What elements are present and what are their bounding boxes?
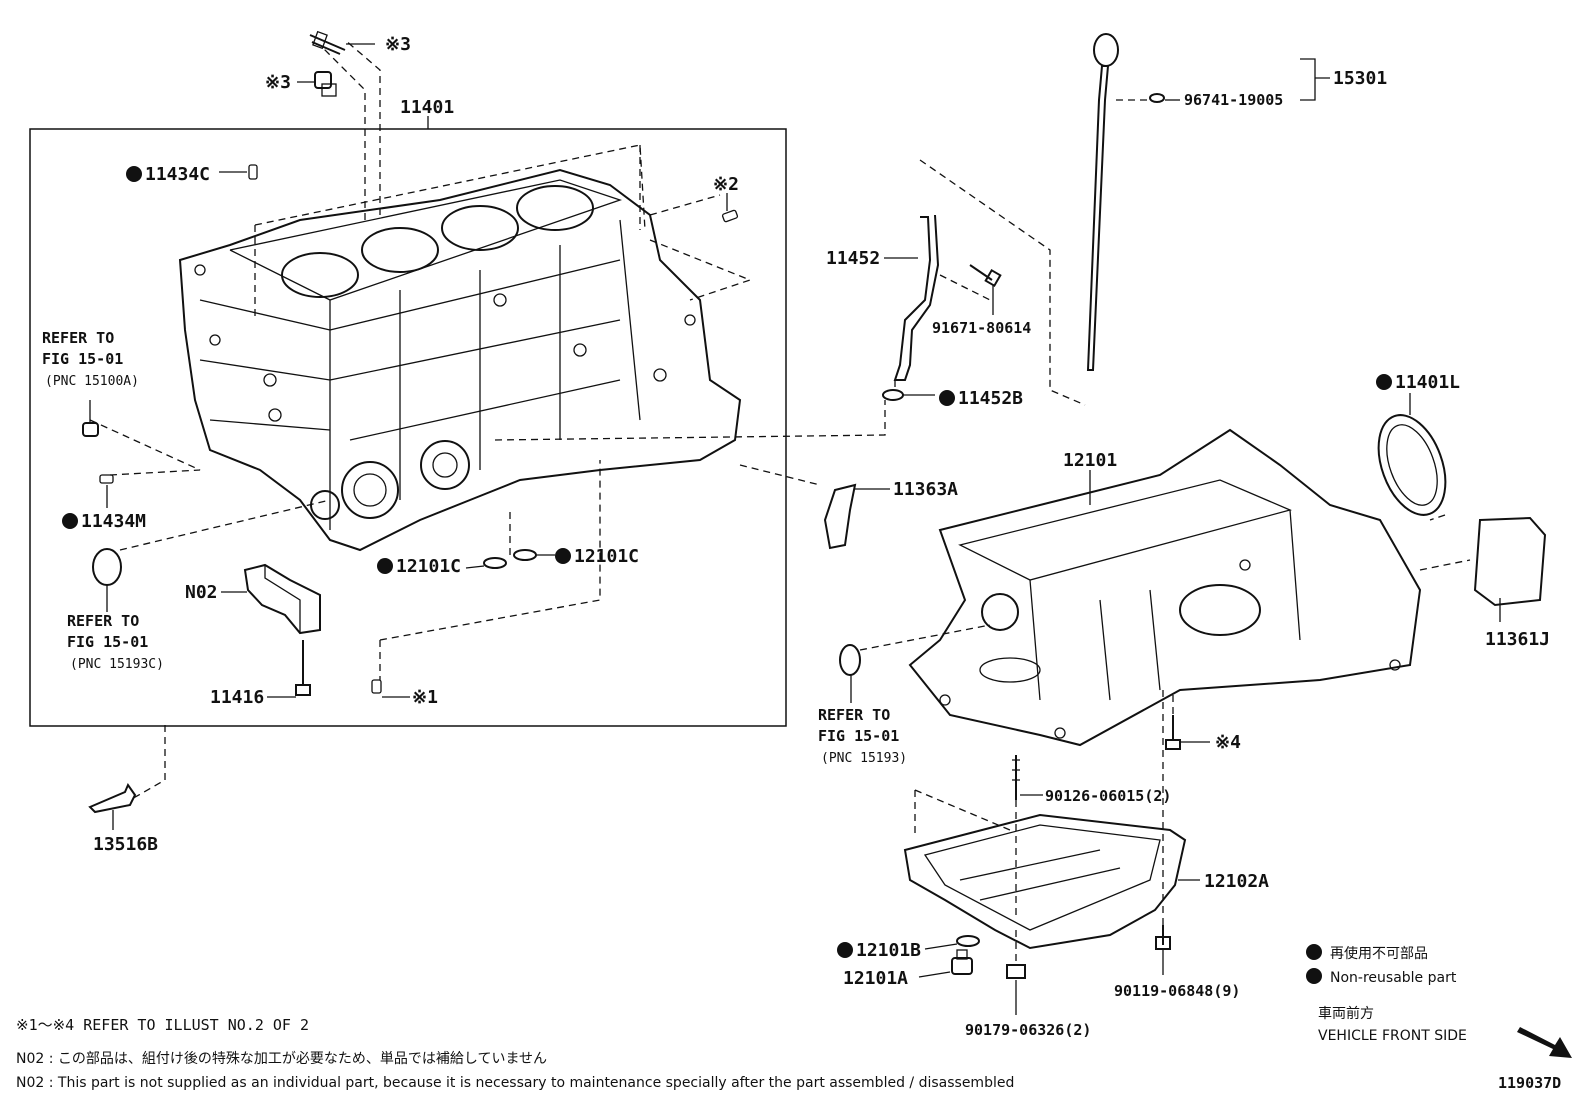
label-11416: 11416 [210, 687, 264, 708]
small-parts [82, 30, 1547, 814]
label-11401: 11401 [400, 97, 454, 118]
nonreusable-bullet-icon [939, 390, 955, 406]
ref2-line2: FIG 15-01 [67, 633, 148, 651]
label-15301: 15301 [1333, 68, 1387, 89]
label-N02: N02 [185, 582, 218, 603]
label-11361J: 11361J [1485, 629, 1550, 650]
label-12101: 12101 [1063, 450, 1117, 471]
nonreusable-bullet-icon [62, 513, 78, 529]
nonreusable-bullet-icon [126, 166, 142, 182]
label-mark3b: ※3 [265, 72, 291, 93]
legend-jp: 再使用不可部品 [1330, 945, 1428, 962]
nonreusable-bullet-icon [1306, 944, 1322, 960]
front-jp: 車両前方 [1318, 1005, 1374, 1022]
nonreusable-bullet-icon [555, 548, 571, 564]
ref1-line1: REFER TO [42, 329, 114, 347]
reference-blocks: REFER TO FIG 15-01 (PNC 15100A) REFER TO… [42, 329, 907, 766]
label-12101C-b: 12101C [574, 546, 639, 567]
label-91671-80614: 91671-80614 [932, 319, 1031, 337]
label-13516B: 13516B [93, 834, 158, 855]
figure-id: 119037D [1498, 1074, 1561, 1092]
label-11452: 11452 [826, 248, 880, 269]
label-90119-06848: 90119-06848(9) [1114, 982, 1240, 1000]
part-labels: ※3 ※3 11401 11434C ※2 11434M N02 11416 ※… [62, 34, 1550, 1039]
ref2-line3: (PNC 15193C) [70, 657, 164, 672]
ref3-line1: REFER TO [818, 706, 890, 724]
cylinder-block-group-frame [29, 128, 787, 727]
label-12101A: 12101A [843, 968, 908, 989]
block-guide-lines [89, 39, 886, 801]
ref3-line3: (PNC 15193) [821, 751, 907, 766]
label-90126-06015: 90126-06015(2) [1045, 787, 1171, 805]
footnotes: ※1〜※4 REFER TO ILLUST NO.2 OF 2 N02 : この… [16, 1016, 1561, 1092]
nonreusable-bullet-icon [837, 942, 853, 958]
label-11452B: 11452B [958, 388, 1023, 409]
label-11434M: 11434M [81, 511, 146, 532]
label-11434C: 11434C [145, 164, 210, 185]
oil-pan-lower-drawing [903, 813, 1187, 950]
label-11401L: 11401L [1395, 372, 1460, 393]
ref3-line2: FIG 15-01 [818, 727, 899, 745]
leader-lines [89, 43, 1501, 1015]
nonreusable-bullet-icon [377, 558, 393, 574]
note-refer-illust: ※1〜※4 REFER TO ILLUST NO.2 OF 2 [16, 1016, 309, 1034]
oil-pan-upper-drawing [908, 428, 1422, 747]
label-mark1: ※1 [412, 687, 438, 708]
label-mark2: ※2 [713, 174, 739, 195]
ref1-line3: (PNC 15100A) [45, 374, 139, 389]
legend: 再使用不可部品 Non-reusable part 車両前方 VEHICLE F… [1306, 944, 1572, 1058]
nonreusable-bullet-icon [1306, 968, 1322, 984]
label-12101C-a: 12101C [396, 556, 461, 577]
label-mark3a: ※3 [385, 34, 411, 55]
label-90179-06326: 90179-06326(2) [965, 1021, 1091, 1039]
pan-fasteners [951, 715, 1181, 979]
front-direction-arrow-icon [1517, 1027, 1572, 1058]
label-12102A: 12102A [1204, 871, 1269, 892]
ref2-line1: REFER TO [67, 612, 139, 630]
cylinder-block-drawing [178, 168, 742, 552]
ref1-line2: FIG 15-01 [42, 350, 123, 368]
legend-en: Non-reusable part [1330, 970, 1457, 986]
label-12101B: 12101B [856, 940, 921, 961]
label-96741-19005: 96741-19005 [1184, 91, 1283, 109]
nonreusable-bullet-icon [1376, 374, 1392, 390]
label-mark4: ※4 [1215, 732, 1241, 753]
label-11363A: 11363A [893, 479, 958, 500]
pan-guide-lines [859, 99, 1471, 965]
front-en: VEHICLE FRONT SIDE [1318, 1028, 1467, 1044]
note-n02-en: N02 : This part is not supplied as an in… [16, 1075, 1014, 1091]
note-n02-jp: N02 : この部品は、組付け後の特殊な加工が必要なため、単品では補給していませ… [16, 1051, 547, 1067]
